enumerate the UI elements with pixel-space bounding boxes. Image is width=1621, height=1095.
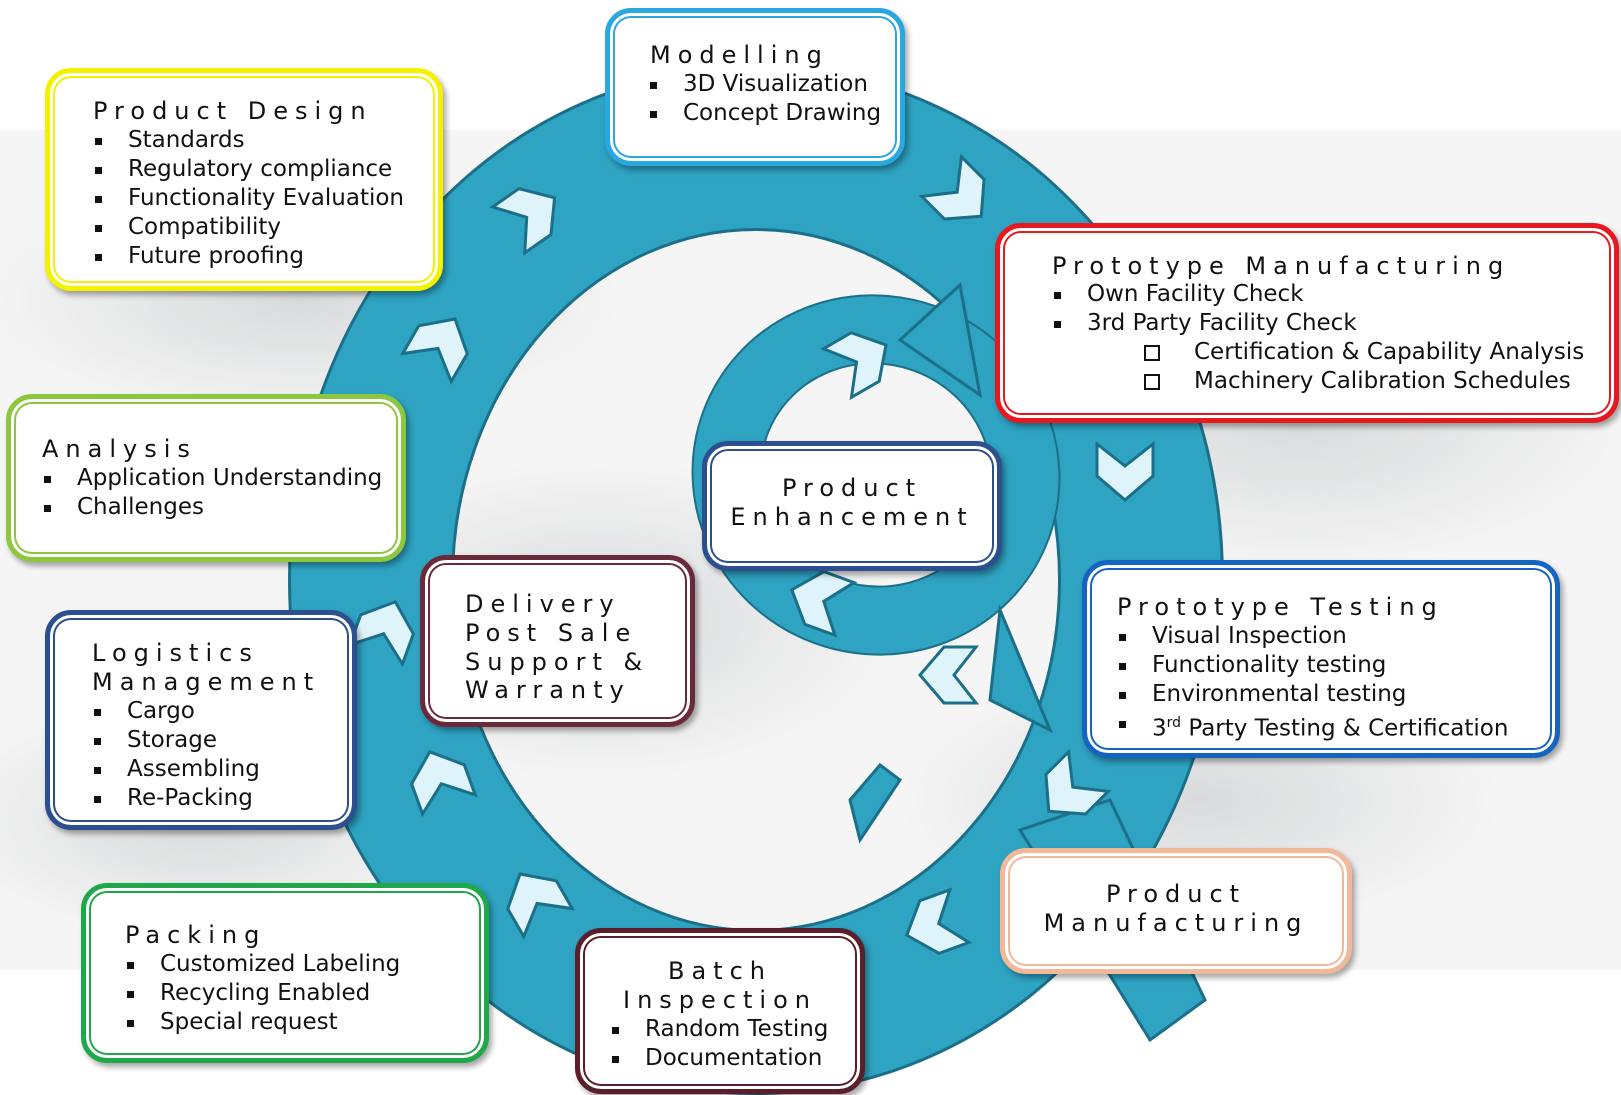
- analysis-list: Application Understanding Challenges: [42, 464, 382, 522]
- list-item: Cargo: [92, 697, 260, 726]
- chevron-arrow-icon: [1095, 440, 1155, 502]
- chevron-arrow-icon: [904, 887, 973, 956]
- chevron-arrow-icon: [347, 599, 416, 668]
- list-item: 3rd Party Testing & Certification: [1117, 709, 1508, 744]
- list-item: Recycling Enabled: [125, 979, 400, 1008]
- packing-box: Packing Customized Labeling Recycling En…: [81, 883, 489, 1063]
- prototype-manufacturing-title: Prototype Manufacturing: [1052, 252, 1511, 280]
- product-enhancement-title-line2: Enhancement: [730, 503, 974, 531]
- list-item: Environmental testing: [1117, 680, 1508, 709]
- list-item: Future proofing: [93, 242, 404, 271]
- product-enhancement-box: Product Enhancement: [702, 441, 1002, 571]
- chevron-arrow-icon: [399, 317, 469, 385]
- product-enhancement-title-line1: Product: [781, 474, 923, 502]
- batch-inspection-list: Random Testing Documentation: [610, 1015, 828, 1073]
- list-item: Application Understanding: [42, 464, 382, 493]
- list-item: Functionality testing: [1117, 651, 1508, 680]
- list-item: 3rd Party Facility Check: [1052, 309, 1584, 338]
- product-design-title: Product Design: [93, 97, 373, 125]
- modelling-title: Modelling: [650, 41, 829, 69]
- list-item: Re-Packing: [92, 784, 260, 813]
- product-design-box: Product Design Standards Regulatory comp…: [45, 68, 443, 291]
- chevron-arrow-icon: [409, 749, 478, 818]
- product-manufacturing-title-line1: Product: [1105, 880, 1247, 908]
- list-item: Challenges: [42, 493, 382, 522]
- prototype-testing-title: Prototype Testing: [1117, 593, 1444, 621]
- chevron-arrow-icon: [820, 331, 888, 401]
- list-item: Random Testing: [610, 1015, 828, 1044]
- delivery-title-line1: Delivery: [465, 590, 621, 618]
- logistics-management-box: Logistics Management Cargo Storage Assem…: [45, 610, 357, 830]
- inner-hook: [691, 282, 1061, 844]
- product-design-list: Standards Regulatory compliance Function…: [93, 126, 404, 271]
- delivery-box: Delivery Post Sale Support & Warranty: [420, 555, 695, 727]
- prototype-manufacturing-box: Prototype Manufacturing Own Facility Che…: [995, 223, 1619, 423]
- prototype-testing-list: Visual Inspection Functionality testing …: [1117, 622, 1508, 744]
- chevron-arrow-icon: [918, 153, 986, 221]
- logistics-list: Cargo Storage Assembling Re-Packing: [92, 697, 260, 813]
- list-item: Regulatory compliance: [93, 155, 404, 184]
- product-manufacturing-box: Product Manufacturing: [1000, 848, 1352, 974]
- list-item: Customized Labeling: [125, 950, 400, 979]
- analysis-box: Analysis Application Understanding Chall…: [6, 394, 406, 562]
- chevron-arrow-icon: [918, 645, 980, 705]
- packing-title: Packing: [125, 921, 267, 949]
- delivery-title-line3: Support &: [465, 648, 650, 676]
- logistics-title-line2: Management: [92, 668, 321, 696]
- chevron-arrow-icon: [489, 186, 557, 256]
- batch-inspection-box: Batch Inspection Random Testing Document…: [575, 928, 865, 1094]
- list-item: Functionality Evaluation: [93, 184, 404, 213]
- batch-inspection-title-line1: Batch: [668, 957, 772, 985]
- list-item: Standards: [93, 126, 404, 155]
- list-item: Documentation: [610, 1044, 828, 1073]
- modelling-list: 3D Visualization Concept Drawing: [648, 70, 881, 128]
- product-manufacturing-title-line2: Manufacturing: [1043, 909, 1309, 937]
- list-item: Concept Drawing: [648, 99, 881, 128]
- chevron-arrow-icon: [1044, 748, 1112, 816]
- list-item: Visual Inspection: [1117, 622, 1508, 651]
- logistics-title-line1: Logistics: [92, 639, 259, 667]
- list-item: Own Facility Check: [1052, 280, 1584, 309]
- sub-list-item: Certification & Capability Analysis: [1144, 338, 1584, 367]
- delivery-title-line4: Warranty: [465, 676, 631, 704]
- modelling-box: Modelling 3D Visualization Concept Drawi…: [605, 8, 905, 166]
- prototype-testing-box: Prototype Testing Visual Inspection Func…: [1082, 560, 1560, 758]
- prototype-manufacturing-list: Own Facility Check 3rd Party Facility Ch…: [1052, 280, 1584, 396]
- ordinal-suffix: rd: [1166, 715, 1182, 731]
- list-item: Assembling: [92, 755, 260, 784]
- list-item: 3D Visualization: [648, 70, 881, 99]
- flow-arrows: [347, 153, 1155, 956]
- list-item: Storage: [92, 726, 260, 755]
- chevron-arrow-icon: [789, 569, 858, 638]
- delivery-title-line2: Post Sale: [465, 619, 638, 647]
- batch-inspection-title-line2: Inspection: [623, 986, 817, 1014]
- list-item: Compatibility: [93, 213, 404, 242]
- sub-list-item: Machinery Calibration Schedules: [1144, 367, 1584, 396]
- item-text: Party Testing & Certification: [1181, 715, 1509, 742]
- ordinal-number: 3: [1152, 715, 1167, 742]
- packing-list: Customized Labeling Recycling Enabled Sp…: [125, 950, 400, 1037]
- analysis-title: Analysis: [42, 435, 197, 463]
- chevron-arrow-icon: [506, 872, 576, 940]
- list-item: Special request: [125, 1008, 400, 1037]
